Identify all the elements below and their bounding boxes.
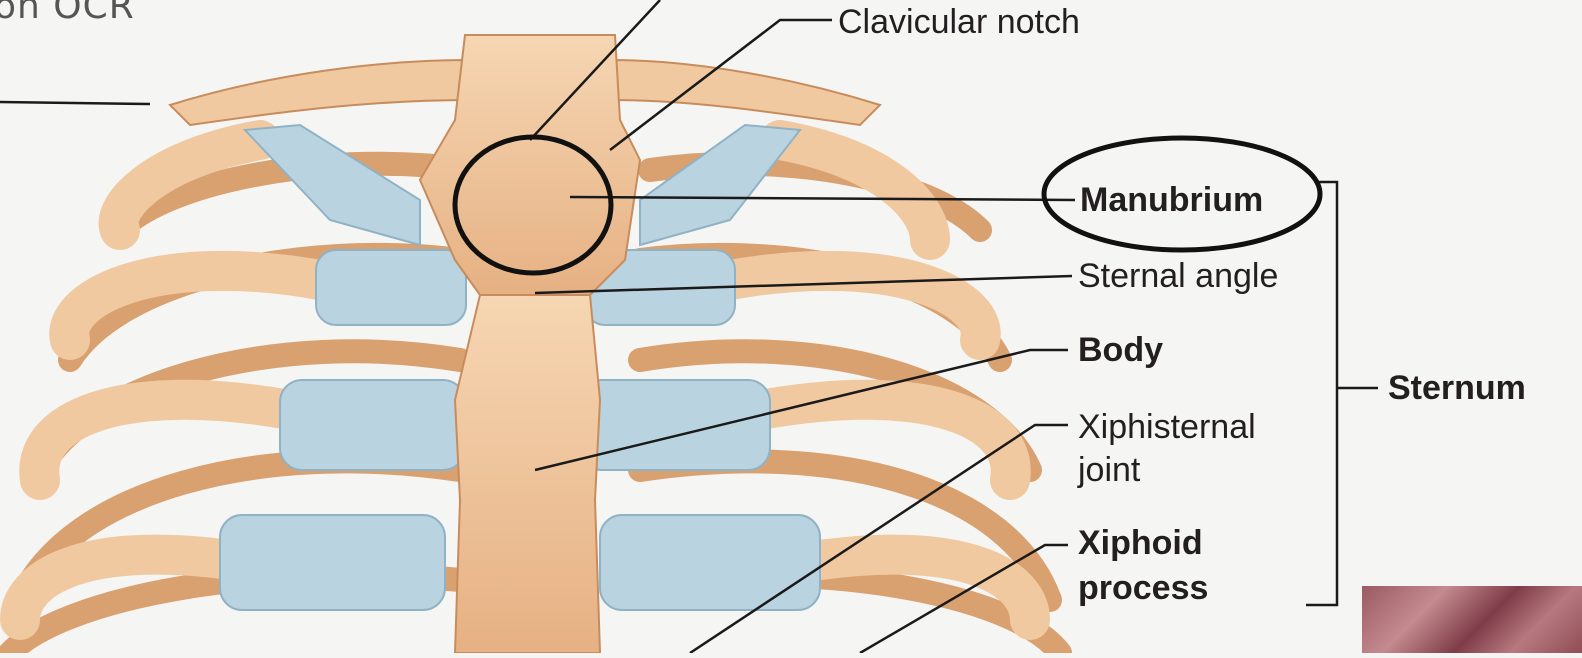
sternum-bone [418, 34, 642, 654]
leader-manubrium [569, 195, 1076, 202]
label-xiphoid-line1: Xiphoid [1078, 524, 1203, 562]
leader-body [534, 348, 1068, 472]
label-manubrium: Manubrium [1080, 181, 1264, 219]
manubrium-label-circle-annotation [1041, 135, 1323, 253]
label-sternum: Sternum [1388, 369, 1526, 407]
sternum-body-bone [453, 294, 602, 654]
label-xiphoid-line2: process [1078, 569, 1209, 607]
label-clavicular-notch: Clavicular notch [838, 3, 1080, 41]
label-xiphisternal-line1: Xiphisternal [1078, 408, 1256, 446]
label-sternal-angle: Sternal angle [1078, 257, 1279, 295]
manubrium-circle-annotation [452, 134, 614, 276]
leader-xiphisternal [689, 423, 1068, 655]
costal-cartilages [219, 123, 821, 611]
label-body: Body [1078, 331, 1163, 369]
tissue-photo-thumbnail [1362, 586, 1582, 653]
leader-sternal-angle [534, 274, 1073, 295]
leader-clavicular-notch [609, 18, 832, 151]
leader-top-left [0, 100, 151, 106]
sternum-bracket [1306, 180, 1339, 607]
corner-text: on OCR [0, 0, 135, 27]
leader-jugular [529, 0, 661, 141]
leader-lines [0, 0, 1378, 655]
label-xiphisternal-line2: joint [1078, 451, 1141, 489]
leader-xiphoid [859, 543, 1068, 655]
front-ribs [0, 120, 1050, 640]
